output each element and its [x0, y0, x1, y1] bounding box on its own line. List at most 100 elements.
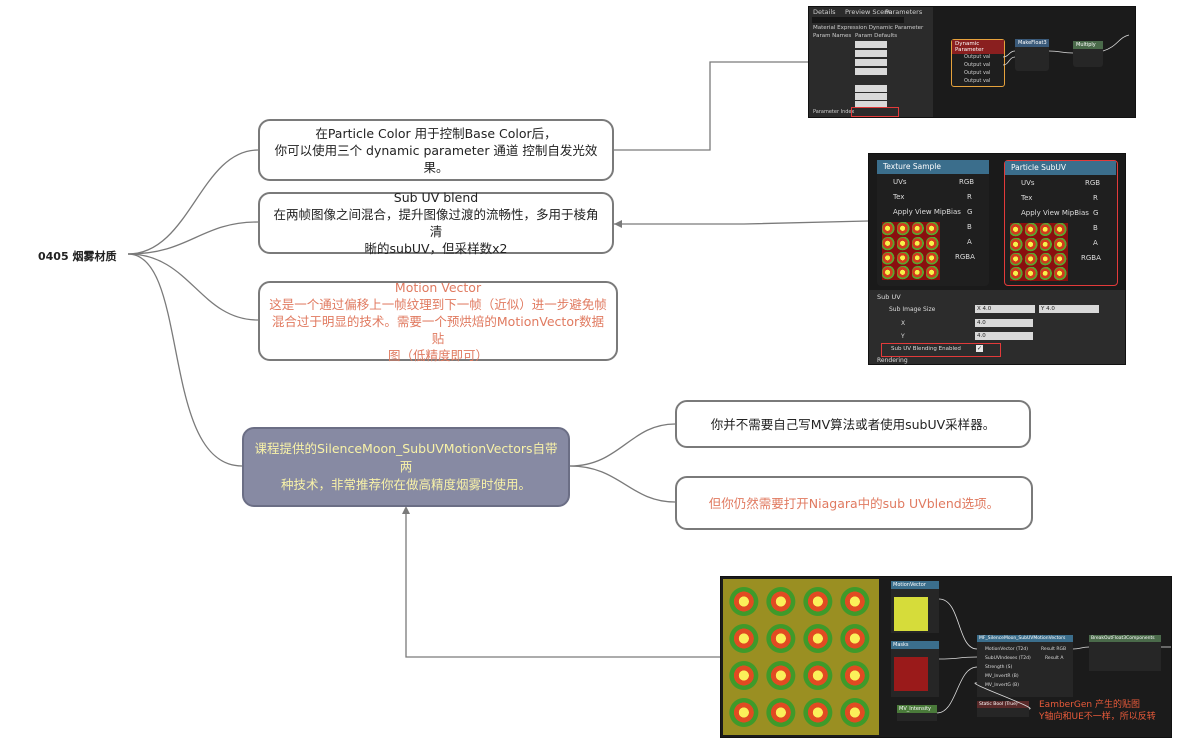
node-motion-vector-title: Motion Vector	[394, 279, 482, 295]
ts-out-rgba[interactable]: RGBA	[955, 253, 975, 261]
tab-details[interactable]: Details	[813, 8, 836, 16]
parameter-index-label: Parameter Index	[813, 109, 855, 115]
fn-input-invert-g[interactable]: MV_InvertG (B)	[985, 683, 1019, 688]
static-bool-node[interactable]: Static Bool (True)	[977, 701, 1029, 717]
ts-pin-uvs[interactable]: UVs	[893, 178, 907, 186]
subuv-section[interactable]: Sub UV	[877, 293, 901, 301]
param-names-label: Param Names	[813, 33, 852, 39]
texture-sample-node[interactable]: Texture Sample UVs Tex Apply View MipBia…	[877, 160, 989, 286]
output-pin-2[interactable]: Output val	[964, 62, 991, 68]
ps-pin-mipbias[interactable]: Apply View MipBias	[1021, 209, 1089, 217]
mv-graph-wires	[936, 598, 1171, 714]
output-pin-1[interactable]: Output val	[964, 54, 991, 60]
param-field-1[interactable]	[855, 41, 887, 48]
edge-course-niagara	[569, 465, 676, 503]
node-niagara[interactable]: 但你仍然需要打开Niagara中的sub UVblend选项。	[675, 476, 1033, 530]
param-field-3[interactable]	[855, 59, 887, 66]
blending-checkbox[interactable]: ✓	[976, 345, 983, 352]
eambergen-note: EamberGen 产生的贴图 Y轴向和UE不一样，所以反转	[1039, 699, 1156, 723]
motionvector-node[interactable]: MotionVector	[891, 581, 939, 633]
arrow-subuv	[614, 220, 622, 228]
node-motion-vector-line1: 这是一个通过偏移上一帧纹理到下一帧（近似）进一步避免帧	[269, 296, 607, 312]
ts-out-b[interactable]: B	[967, 223, 972, 231]
masks-texture	[894, 657, 928, 691]
subuv-motion-function-node[interactable]: MF_SilenceMoon_SubUVMotionVectors Motion…	[977, 635, 1073, 697]
dynamic-parameter-title: Dynamic Parameter	[952, 40, 1004, 54]
ps-out-rgba[interactable]: RGBA	[1081, 254, 1101, 262]
ts-out-g[interactable]: G	[967, 208, 973, 216]
param-field-4[interactable]	[855, 68, 887, 75]
node-particle-color-line2: 你可以使用三个 dynamic parameter 通道 控制自发光效果。	[274, 142, 598, 175]
node-motion-vector-line2: 混合过于明显的技术。需要一个预烘焙的MotionVector数据贴	[271, 313, 605, 346]
ps-pin-tex[interactable]: Tex	[1021, 194, 1033, 202]
node-motion-vector-line3: 图（低精度即可）	[387, 347, 488, 363]
node-sub-uv-blend-line2: 晰的subUV，但采样数x2	[364, 241, 508, 256]
default-field-3[interactable]	[855, 101, 887, 108]
default-field-1[interactable]	[855, 85, 887, 92]
ts-out-r[interactable]: R	[967, 193, 972, 201]
multiply-node[interactable]: Multiply	[1073, 41, 1103, 67]
make-float3-node[interactable]: MakeFloat3	[1015, 39, 1049, 71]
ps-out-r[interactable]: R	[1093, 194, 1098, 202]
particle-subuv-title: Particle SubUV	[1005, 161, 1116, 175]
edge-root-course	[127, 253, 243, 467]
details-panel: Details Preview Scene Parameters Materia…	[809, 7, 933, 117]
root-topic[interactable]: 0405 烟雾材质	[38, 250, 117, 263]
ts-out-rgb[interactable]: RGB	[959, 178, 975, 186]
fn-input-invert-r[interactable]: MV_InvertR (B)	[985, 674, 1019, 679]
mv-intensity-title: MV_Intensity	[897, 705, 937, 713]
param-field-2[interactable]	[855, 50, 887, 57]
break-float3-node[interactable]: BreakOutFloat3Components	[1089, 635, 1161, 671]
output-pin-3[interactable]: Output val	[964, 70, 991, 76]
node-course-line2: 种技术，非常推荐你在做高精度烟雾时使用。	[280, 477, 531, 492]
rendering-section[interactable]: Rendering	[877, 357, 908, 364]
break-node-title: BreakOutFloat3Components	[1089, 635, 1161, 642]
sub-image-y-field[interactable]: Y 4.0	[1039, 305, 1099, 313]
param-defaults-label: Param Defaults	[855, 33, 898, 39]
node-no-need-text: 你并不需要自己写MV算法或者使用subUV采样器。	[710, 416, 996, 432]
node-particle-color[interactable]: 在Particle Color 用于控制Base Color后， 你可以使用三个…	[258, 119, 614, 181]
node-sub-uv-blend[interactable]: Sub UV blend 在两帧图像之间混合，提升图像过渡的流畅性，多用于棱角清…	[258, 190, 614, 256]
fn-input-strength[interactable]: Strength (S)	[985, 665, 1013, 670]
ts-preview-image	[882, 222, 940, 280]
tab-preview-scene[interactable]: Preview Scene	[845, 8, 893, 16]
x-field[interactable]: 4.0	[975, 319, 1033, 327]
ps-out-a[interactable]: A	[1093, 239, 1098, 247]
ps-out-rgb[interactable]: RGB	[1085, 179, 1101, 187]
y-field[interactable]: 4.0	[975, 332, 1033, 340]
ts-out-a[interactable]: A	[967, 238, 972, 246]
search-box[interactable]	[812, 17, 904, 23]
screenshot-motion-vectors: MotionVector Masks MV_Intensity MF_Silen…	[720, 576, 1172, 738]
sub-image-x-field[interactable]: X 4.0	[975, 305, 1035, 313]
node-course[interactable]: 课程提供的SilenceMoon_SubUVMotionVectors自带两 种…	[242, 427, 570, 507]
mv-intensity-node[interactable]: MV_Intensity	[897, 705, 937, 721]
node-no-need[interactable]: 你并不需要自己写MV算法或者使用subUV采样器。	[675, 400, 1031, 448]
node-motion-vector[interactable]: Motion Vector 这是一个通过偏移上一帧纹理到下一帧（近似）进一步避免…	[258, 279, 618, 363]
node-niagara-text: 但你仍然需要打开Niagara中的sub UVblend选项。	[708, 495, 1000, 511]
fn-input-subuvindexes[interactable]: SubUVIndexes (T2d)	[985, 656, 1031, 661]
output-pin-4[interactable]: Output val	[964, 78, 991, 84]
dynamic-parameter-node[interactable]: Dynamic Parameter Output val Output val …	[951, 39, 1005, 87]
fn-input-motionvector[interactable]: MotionVector (T2d)	[985, 647, 1029, 652]
texture-sample-title: Texture Sample	[877, 160, 989, 174]
arrow-course	[402, 506, 410, 514]
ps-out-g[interactable]: G	[1093, 209, 1099, 217]
ps-pin-uvs[interactable]: UVs	[1021, 179, 1035, 187]
masks-title: Masks	[891, 641, 939, 649]
ps-preview-image	[1010, 223, 1068, 281]
ts-pin-tex[interactable]: Tex	[893, 193, 905, 201]
x-label: X	[901, 320, 906, 327]
subuv-details-panel: Sub UV Sub Image Size X 4.0 Y 4.0 X 4.0 …	[869, 290, 1125, 364]
ps-out-b[interactable]: B	[1093, 224, 1098, 232]
ts-pin-mipbias[interactable]: Apply View MipBias	[893, 208, 961, 216]
default-field-2[interactable]	[855, 93, 887, 100]
fn-output-a[interactable]: Result A	[1045, 656, 1064, 661]
masks-node[interactable]: Masks	[891, 641, 939, 697]
graph-wires	[1002, 34, 1130, 66]
particle-subuv-node[interactable]: Particle SubUV UVs Tex Apply View MipBia…	[1004, 160, 1118, 286]
tab-parameters[interactable]: Parameters	[885, 8, 923, 16]
fn-output-rgb[interactable]: Result RGB	[1041, 647, 1067, 652]
motionvector-title: MotionVector	[891, 581, 939, 589]
screenshot-dynamic-parameter: Details Preview Scene Parameters Materia…	[808, 6, 1136, 118]
